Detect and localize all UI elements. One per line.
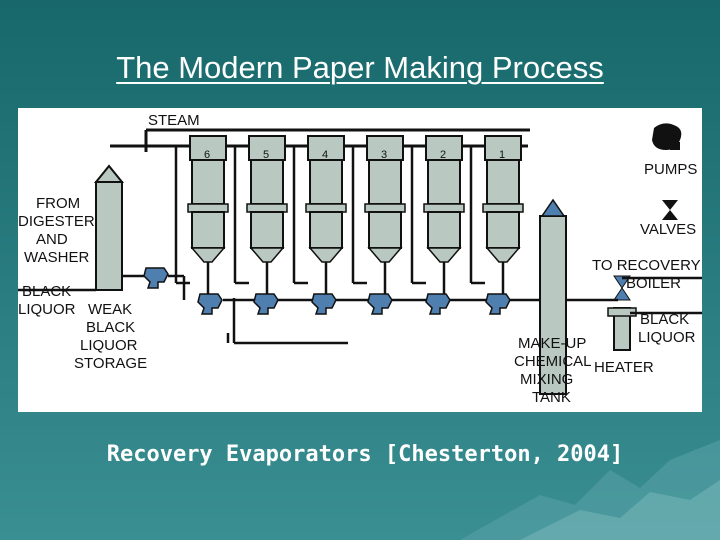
svg-text:LIQUOR: LIQUOR <box>80 337 138 354</box>
diagram-labels: FROM DIGESTER AND WASHER BLACK LIQUOR WE… <box>18 161 701 406</box>
evaporator-number: 3 <box>381 149 387 161</box>
pump-4 <box>311 293 337 315</box>
evaporator-2: 2 <box>410 135 465 298</box>
evaporator-5: 5 <box>233 135 288 298</box>
evaporator-4: 4 <box>292 135 347 298</box>
evaporator-number: 4 <box>322 149 328 161</box>
evaporator-1: 1 <box>469 135 524 298</box>
svg-text:BOILER: BOILER <box>626 275 681 292</box>
svg-text:BLACK: BLACK <box>86 319 135 336</box>
valve-legend-icon <box>662 200 678 220</box>
evaporator-bank: 6 5 4 3 2 1 <box>174 135 524 298</box>
pump-5 <box>367 293 393 315</box>
evaporator-diagram: STEAM 6 5 4 3 2 1 <box>18 108 702 412</box>
decorative-mountains <box>460 440 720 540</box>
steam-label: STEAM <box>148 112 200 129</box>
pump-3 <box>253 293 279 315</box>
svg-text:AND: AND <box>36 231 68 248</box>
evaporator-number: 5 <box>263 149 269 161</box>
slide-title: The Modern Paper Making Process <box>116 50 604 85</box>
weak-storage-label: WEAK <box>88 301 132 318</box>
mixing-tank-label: MAKE-UP <box>518 335 586 352</box>
svg-text:TANK: TANK <box>532 389 571 406</box>
svg-text:MIXING: MIXING <box>520 371 573 388</box>
svg-text:STORAGE: STORAGE <box>74 355 147 372</box>
black-liquor-in-label: BLACK <box>22 283 71 300</box>
to-recovery-label: TO RECOVERY <box>592 257 701 274</box>
pump-7 <box>485 293 511 315</box>
weak-black-liquor-storage-tank <box>93 164 125 291</box>
svg-text:WASHER: WASHER <box>24 249 89 266</box>
svg-text:LIQUOR: LIQUOR <box>638 329 696 346</box>
from-digester-label: FROM <box>36 195 80 212</box>
svg-text:DIGESTER: DIGESTER <box>18 213 95 230</box>
pumps <box>143 267 511 315</box>
svg-text:LIQUOR: LIQUOR <box>18 301 76 318</box>
pumps-label: PUMPS <box>644 161 697 178</box>
evaporator-number: 1 <box>499 149 505 161</box>
evaporator-number: 6 <box>204 149 210 161</box>
black-liquor-out-label: BLACK <box>640 311 689 328</box>
heater-label: HEATER <box>594 359 654 376</box>
evaporator-3: 3 <box>351 135 406 298</box>
pump-1 <box>143 267 169 289</box>
slide-caption: Recovery Evaporators [Chesterton, 2004] <box>106 442 624 467</box>
evaporator-number: 2 <box>440 149 446 161</box>
valves-label: VALVES <box>640 221 696 238</box>
pump-2 <box>197 293 223 315</box>
evaporator-6: 6 <box>174 135 229 298</box>
heater <box>607 275 637 351</box>
pump-6 <box>425 293 451 315</box>
mixing-tank <box>539 198 567 395</box>
pump-legend-icon <box>652 123 682 150</box>
svg-text:CHEMICAL: CHEMICAL <box>514 353 592 370</box>
